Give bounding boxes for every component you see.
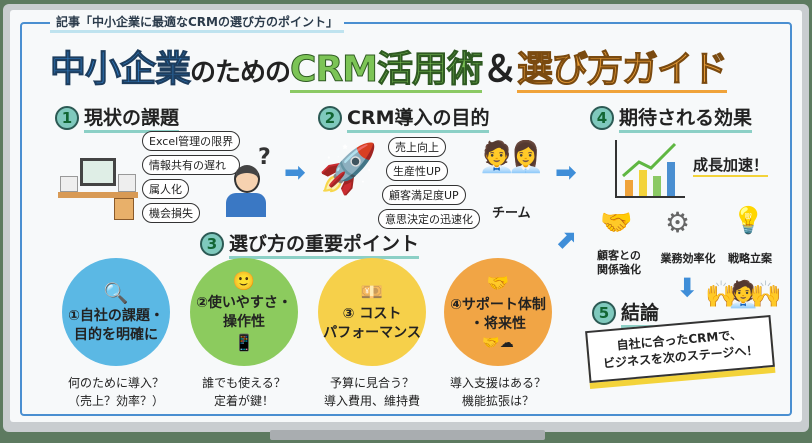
arrow-right-icon: ➡ — [284, 158, 306, 188]
caption-line: 導入費用、維持費 — [323, 394, 420, 408]
goal-bubble: 意思決定の迅速化 — [378, 209, 480, 229]
desk-computer-icon — [58, 150, 138, 220]
border-line — [20, 22, 792, 416]
section-number: 3 — [200, 232, 224, 256]
point-circle-2: 🙂 ②使いやすさ・ 操作性 📱 — [190, 258, 298, 366]
point-title: パフォーマンス — [323, 325, 421, 342]
arrow-down-icon: ➡ — [671, 276, 702, 298]
point-title: ③ コスト — [342, 306, 402, 323]
goal-bubble: 生産性UP — [386, 161, 448, 181]
section2-heading: 2 CRM導入の目的 — [318, 103, 490, 133]
title-part: 選び方ガイド — [517, 49, 729, 93]
growth-label: 成長加速！ — [693, 154, 769, 177]
worried-person-icon — [226, 165, 266, 217]
caption-line: （売上？効率？） — [67, 394, 164, 408]
gear-icon: ⚙ — [665, 206, 691, 239]
section-number: 4 — [590, 106, 614, 130]
point-title: ④サポート体制 — [450, 296, 546, 313]
goal-bubble: 売上向上 — [388, 137, 446, 157]
point-circle-1: 🔍 ①自社の課題・ 目的を明確に — [62, 258, 170, 366]
point-circle-4: 🤝 ④サポート体制 ・将来性 🤝☁ — [444, 258, 552, 366]
heading-text: 選び方の重要ポイント — [229, 229, 420, 259]
section-number: 1 — [55, 106, 79, 130]
effect-label: 業務効率化 — [660, 252, 716, 265]
title-part: のための — [190, 58, 291, 88]
heading-text: 期待される効果 — [619, 103, 753, 133]
page-title: 中小企業のためのCRM活用術＆選び方ガイド — [49, 40, 729, 93]
point-caption: 誰でも使える？ 定着が鍵！ — [179, 374, 309, 410]
issue-bubble: 属人化 — [142, 179, 189, 199]
section3-heading: 3 選び方の重要ポイント — [200, 229, 420, 259]
caption-line: 何のために導入？ — [67, 376, 164, 390]
question-mark: ? — [258, 145, 271, 170]
team-icon: 🧑‍💼👩‍💼 — [478, 140, 545, 175]
section5-heading: 5 結論 — [592, 298, 660, 328]
issue-list: Excel管理の限界 情報共有の遅れ 属人化 機会損失 — [142, 131, 241, 223]
issue-bubble: 情報共有の遅れ — [142, 155, 241, 175]
handshake-icon: 🤝 — [486, 272, 510, 294]
section1-heading: 1 現状の課題 — [55, 103, 180, 133]
caption-line: 誰でも使える？ — [202, 376, 286, 390]
issue-bubble: 機会損失 — [142, 203, 200, 223]
title-part: ＆ — [482, 49, 518, 90]
article-kicker: 記事「中小企業に最適なCRMの選び方のポイント」 — [50, 13, 344, 33]
yen-coin-icon: 💴 — [360, 281, 384, 303]
cheering-team-icon: 🙌🧑‍💼🙌 — [705, 280, 782, 310]
point-caption: 導入支援はある？ 機能拡張は？ — [433, 374, 563, 410]
heading-text: 結論 — [621, 298, 660, 328]
cloud-icon: 🤝☁ — [482, 334, 514, 351]
point-title: 操作性 — [223, 314, 265, 331]
effect-label: 顧客との関係強化 — [597, 249, 641, 277]
title-part: CRM活用術 — [290, 49, 483, 93]
lightbulb-icon: 💡 — [732, 206, 765, 236]
point-circle-3: 💴 ③ コスト パフォーマンス — [318, 258, 426, 366]
person-icon: 🙂 — [232, 271, 256, 293]
heading-text: CRM導入の目的 — [347, 103, 490, 133]
arrow-right-icon: ➡ — [555, 158, 577, 188]
effect-label: 戦略立案 — [728, 252, 772, 265]
caption-line: 導入支援はある？ — [449, 376, 546, 390]
issue-bubble: Excel管理の限界 — [142, 131, 241, 151]
point-title: ・将来性 — [470, 315, 526, 332]
tablet-icon: 📱 — [234, 333, 254, 353]
caption-line: 定着が鍵！ — [213, 394, 274, 408]
section-number: 5 — [592, 301, 616, 325]
title-part: 中小企業 — [49, 49, 191, 91]
point-title: ①自社の課題・ — [68, 307, 164, 324]
marker-tray — [270, 430, 545, 440]
goal-list: 売上向上 生産性UP 顧客満足度UP 意思決定の迅速化 — [378, 137, 480, 229]
goal-bubble: 顧客満足度UP — [382, 185, 466, 205]
section4-heading: 4 期待される効果 — [590, 103, 753, 133]
point-title: 目的を明確に — [74, 326, 158, 343]
point-title: ②使いやすさ・ — [196, 295, 292, 312]
point-caption: 何のために導入？ （売上？効率？） — [51, 374, 181, 410]
heading-text: 現状の課題 — [84, 103, 180, 133]
point-caption: 予算に見合う？ 導入費用、維持費 — [307, 374, 437, 410]
rocket-icon: 🚀 — [318, 141, 378, 197]
team-label: チーム — [492, 206, 531, 221]
caption-line: 機能拡張は？ — [461, 394, 534, 408]
section-number: 2 — [318, 106, 342, 130]
growth-chart-icon — [615, 140, 685, 198]
caption-line: 予算に見合う？ — [329, 376, 414, 390]
magnifier-icon: 🔍 — [103, 280, 129, 305]
handshake-icon: 🤝 — [600, 208, 633, 238]
